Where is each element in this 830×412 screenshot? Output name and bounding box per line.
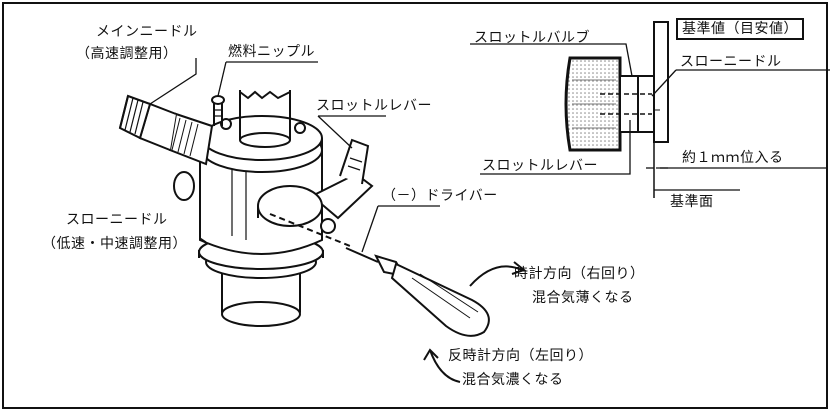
counterclockwise-effect-label: 混合気濃くなる bbox=[462, 372, 564, 388]
clockwise-effect-label: 混合気薄くなる bbox=[532, 290, 634, 306]
carburetor-illustration bbox=[118, 90, 374, 327]
throttle-valve-label: スロットルバルブ bbox=[474, 30, 590, 46]
reference-plane-label: 基準面 bbox=[670, 194, 714, 210]
main-needle-label: メインニードル bbox=[96, 24, 198, 40]
inset-leaders bbox=[470, 43, 830, 191]
slow-needle-sub-label: （低速・中速調整用） bbox=[42, 236, 187, 252]
counterclockwise-label: 反時計方向（左回り） bbox=[448, 348, 593, 364]
screwdriver-label: （－）ドライバー bbox=[382, 188, 498, 204]
inset-throttle-lever-label: スロットルレバー bbox=[482, 158, 598, 174]
leader-lines bbox=[149, 58, 440, 253]
insertion-depth-label: 約１ｍｍ位入る bbox=[682, 150, 784, 166]
clockwise-label: 時計方向（右回り） bbox=[514, 266, 645, 282]
fuel-nipple-label: 燃料ニップル bbox=[228, 44, 315, 60]
rotation-arrows bbox=[423, 261, 527, 383]
main-needle-sub-label: （高速調整用） bbox=[76, 46, 178, 62]
reference-value-title: 基準値（目安値） bbox=[676, 18, 804, 40]
inset-slow-needle-label: スローニードル bbox=[680, 54, 782, 70]
throttle-lever-label: スロットルレバー bbox=[316, 98, 432, 114]
screwdriver-illustration bbox=[345, 247, 490, 337]
slow-needle-label: スローニードル bbox=[66, 212, 168, 228]
inset-detail bbox=[564, 21, 669, 198]
